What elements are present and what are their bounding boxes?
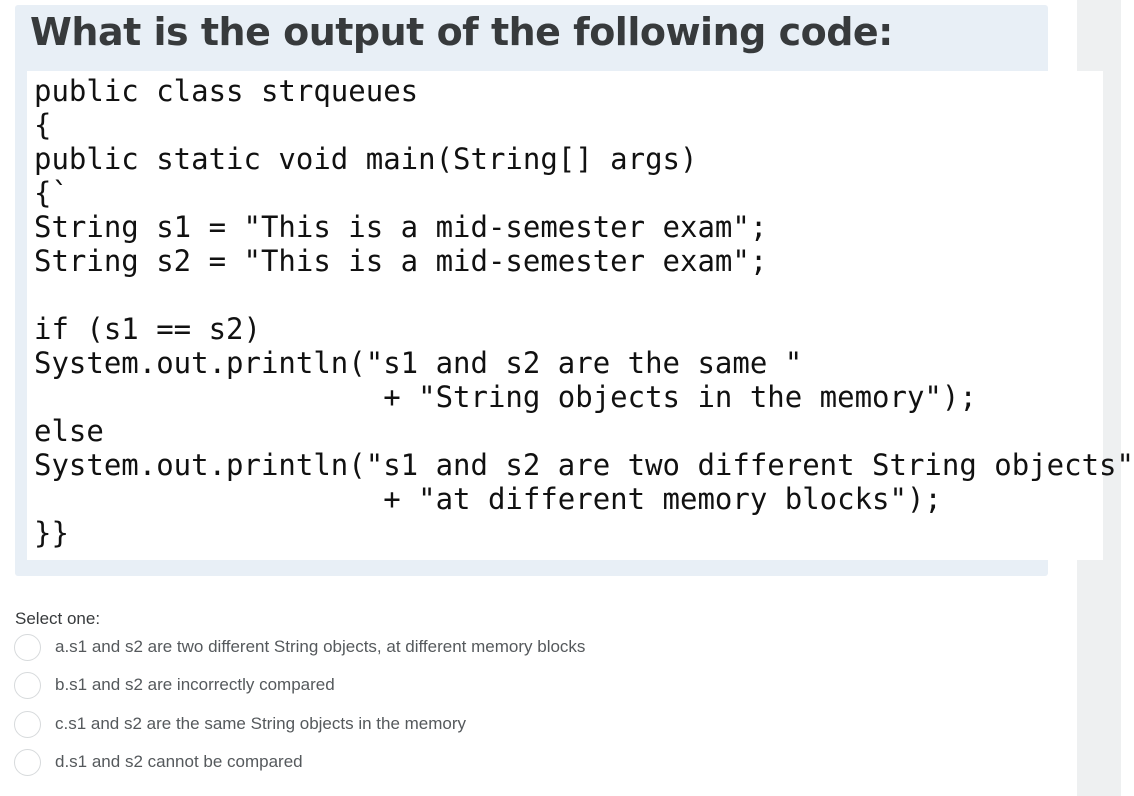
code-line: public class strqueues: [34, 74, 419, 108]
select-one-prompt: Select one:: [15, 609, 101, 628]
code-line: System.out.println("s1 and s2 are the sa…: [34, 346, 803, 380]
code-line: public static void main(String[] args): [34, 142, 698, 176]
code-line: System.out.println("s1 and s2 are two di…: [34, 448, 1134, 482]
answer-option-c[interactable]: c.s1 and s2 are the same String objects …: [14, 710, 814, 740]
answer-option-a[interactable]: a.s1 and s2 are two different String obj…: [14, 633, 814, 663]
radio-button-a[interactable]: [14, 634, 41, 661]
answer-option-d[interactable]: d.s1 and s2 cannot be compared: [14, 748, 814, 778]
code-line: {`: [34, 176, 69, 210]
question-title: What is the output of the following code…: [30, 10, 893, 54]
radio-button-c[interactable]: [14, 711, 41, 738]
answer-option-label[interactable]: a.s1 and s2 are two different String obj…: [55, 637, 586, 656]
answer-option-label[interactable]: d.s1 and s2 cannot be compared: [55, 752, 303, 771]
answer-option-b[interactable]: b.s1 and s2 are incorrectly compared: [14, 671, 814, 701]
code-block: public class strqueues { public static v…: [27, 71, 1134, 560]
code-line: {: [34, 108, 52, 142]
code-line: String s1 = "This is a mid-semester exam…: [34, 210, 768, 244]
code-line: else: [34, 414, 104, 448]
radio-button-b[interactable]: [14, 672, 41, 699]
answer-option-label[interactable]: c.s1 and s2 are the same String objects …: [55, 714, 467, 733]
code-line: + "at different memory blocks");: [34, 482, 942, 516]
code-line: if (s1 == s2): [34, 312, 261, 346]
answer-option-label[interactable]: b.s1 and s2 are incorrectly compared: [55, 675, 335, 694]
code-line: String s2 = "This is a mid-semester exam…: [34, 244, 768, 278]
code-line: }}: [34, 516, 69, 550]
radio-button-d[interactable]: [14, 749, 41, 776]
code-line: + "String objects in the memory");: [34, 380, 977, 414]
